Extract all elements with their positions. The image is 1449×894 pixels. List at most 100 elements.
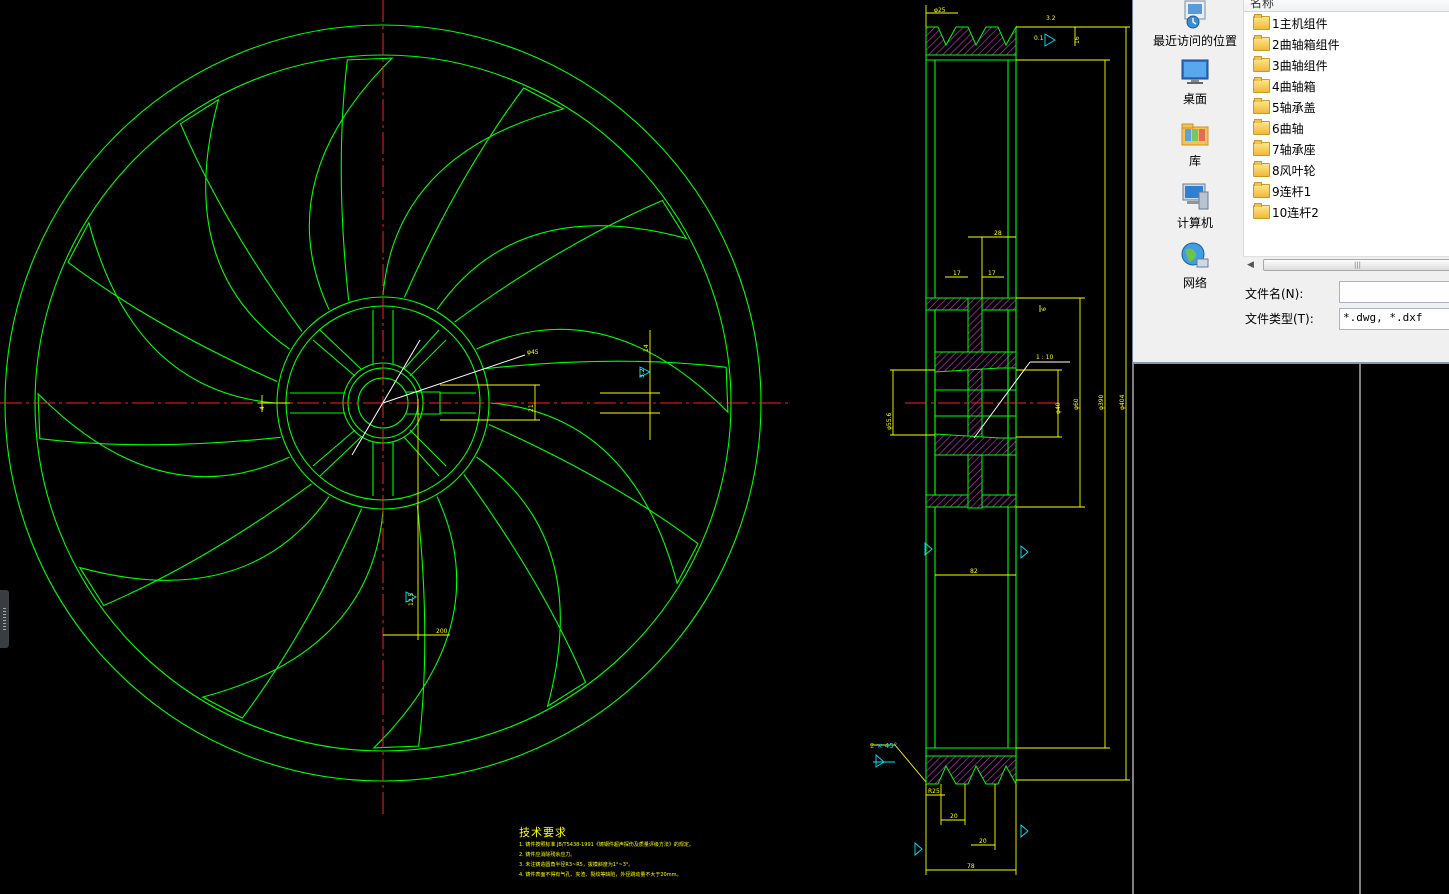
place-network[interactable]: 网络: [1145, 240, 1245, 291]
dim-blade-offset: 200: [436, 628, 448, 635]
dim-hub-od: φ60: [1073, 398, 1080, 410]
file-item-label: 10连杆2: [1272, 206, 1319, 220]
dim-top-tol: 0.1: [1034, 35, 1044, 42]
fan-blade: [37, 392, 290, 478]
folder-icon: [1253, 56, 1270, 72]
file-item[interactable]: 7轴承座: [1253, 140, 1316, 161]
dim-key-width: 4: [259, 406, 266, 410]
file-item[interactable]: 4曲轴箱: [1253, 77, 1316, 98]
dim-top-rough: 3.2: [1046, 15, 1056, 22]
folder-icon: [1253, 119, 1270, 135]
places-bar: 最近访问的位置 桌面 库 计算机 网络: [1133, 0, 1243, 346]
tech-line-4: 4. 铸件表面不得有气孔、夹渣、裂纹等缺陷，外径跳动量不大于20mm。: [519, 872, 682, 878]
dim-keyway-depth: 21: [528, 404, 535, 412]
place-desktop-label: 桌面: [1182, 92, 1207, 106]
dim-bore-outer: φ55.6: [886, 413, 893, 431]
place-computer[interactable]: 计算机: [1145, 180, 1245, 231]
file-item-label: 5轴承盖: [1272, 101, 1316, 115]
dim-web-thk: 6: [1041, 307, 1048, 311]
tech-line-1: 1. 铸件按照标准 JB/T5438-1991《铸钢件超声探伤及质量评级方法》的…: [519, 842, 694, 848]
filetype-label: 文件类型(T):: [1245, 312, 1314, 326]
fan-blade: [67, 221, 278, 404]
place-recent[interactable]: 最近访问的位置: [1145, 0, 1245, 49]
dim-groove-pitch-a: 20: [950, 813, 958, 820]
recent-places-icon: [1179, 0, 1211, 30]
horizontal-scrollbar[interactable]: ◀ |||: [1243, 256, 1449, 273]
file-item-label: 8风叶轮: [1272, 164, 1316, 178]
file-item[interactable]: 9连杆1: [1253, 182, 1312, 203]
file-item-label: 4曲轴箱: [1272, 80, 1316, 94]
fan-blade: [463, 456, 587, 708]
file-item[interactable]: 6曲轴: [1253, 119, 1304, 140]
place-recent-label: 最近访问的位置: [1152, 34, 1237, 48]
fan-blade: [382, 87, 565, 298]
folder-icon: [1253, 140, 1270, 156]
fan-blade: [78, 483, 330, 607]
computer-icon: [1179, 180, 1211, 212]
dim-groove-pitch-b: 20: [979, 838, 987, 845]
place-libraries-label: 库: [1188, 154, 1201, 168]
place-libraries[interactable]: 库: [1145, 118, 1245, 169]
file-item[interactable]: 1主机组件: [1253, 14, 1328, 35]
file-item[interactable]: 3曲轴组件: [1253, 56, 1328, 77]
dim-bore-inner: φ40: [1055, 402, 1062, 414]
filename-input[interactable]: [1339, 281, 1449, 303]
dim-hub-left: 17: [953, 270, 961, 277]
file-item-label: 9连杆1: [1272, 185, 1312, 199]
tech-title: 技术要求: [519, 826, 567, 839]
file-item[interactable]: 5轴承盖: [1253, 98, 1316, 119]
dim-top-groove: φ25: [934, 7, 946, 14]
folder-icon: [1253, 98, 1270, 114]
tech-line-2: 2. 铸件应消除残余应力。: [519, 852, 576, 858]
dim-rough-a: 3.2: [639, 368, 646, 378]
dim-total-width: 78: [967, 863, 975, 870]
left-panel-handle[interactable]: [0, 590, 9, 648]
folder-icon: [1253, 35, 1270, 51]
filetype-select[interactable]: *.dwg, *.dxf: [1339, 308, 1449, 330]
file-item-label: 2曲轴箱组件: [1272, 38, 1340, 52]
technical-requirements: 技术要求 1. 铸件按照标准 JB/T5438-1991《铸钢件超声探伤及质量评…: [519, 824, 749, 894]
library-icon: [1179, 118, 1211, 150]
fan-blade: [308, 57, 394, 310]
file-item-label: 3曲轴组件: [1272, 59, 1328, 73]
file-item-label: 6曲轴: [1272, 122, 1304, 136]
dim-hub-dia: φ45: [527, 349, 539, 356]
place-computer-label: 计算机: [1176, 216, 1213, 230]
section-view: φ25 3.2 0.1 16 28 17 17 6 1 : 10 φ55.6 φ…: [870, 5, 1361, 894]
file-item[interactable]: 8风叶轮: [1253, 161, 1316, 182]
dim-top-depth: 16: [1074, 36, 1081, 44]
dim-taper: 1 : 10: [1036, 354, 1053, 361]
file-item[interactable]: 2曲轴箱组件: [1253, 35, 1340, 56]
dim-inner-width: 82: [970, 568, 978, 575]
dim-rim-od: φ404: [1119, 394, 1126, 410]
column-header-name[interactable]: 名称: [1244, 0, 1449, 12]
fan-blade: [372, 496, 458, 749]
file-item-label: 1主机组件: [1272, 17, 1328, 31]
open-file-dialog: 最近访问的位置 桌面 库 计算机 网络 名称 1: [1132, 0, 1449, 364]
place-desktop[interactable]: 桌面: [1145, 56, 1245, 107]
file-list[interactable]: 名称 1主机组件 2曲轴箱组件 3曲轴组件 4曲轴箱 5轴承盖 6曲轴 7轴承座 8风叶轮 9连…: [1243, 0, 1449, 256]
front-view: φ45 4 21 14 3.2 12.5 200: [0, 0, 790, 815]
tech-line-3: 3. 未注铸造圆角半径R3~R5，拔模斜度为1°~3°。: [519, 862, 634, 868]
fan-blade: [488, 402, 699, 585]
folder-icon: [1253, 203, 1270, 219]
scroll-thumb[interactable]: |||: [1263, 259, 1449, 271]
folder-icon: [1253, 14, 1270, 30]
fan-blade: [476, 328, 729, 414]
dim-rim-id: φ390: [1098, 394, 1105, 410]
desktop-icon: [1179, 56, 1211, 88]
folder-icon: [1253, 161, 1270, 177]
fan-blade: [436, 199, 688, 323]
file-item-label: 7轴承座: [1272, 143, 1316, 157]
fan-blade: [201, 508, 384, 719]
folder-icon: [1253, 77, 1270, 93]
dim-hub-width: 28: [994, 230, 1002, 237]
dim-hub-right: 17: [988, 270, 996, 277]
dim-radius: R25: [928, 788, 940, 795]
file-item[interactable]: 10连杆2: [1253, 203, 1319, 224]
filename-label: 文件名(N):: [1245, 287, 1304, 301]
dim-chamfer: 2 × 45°: [870, 742, 897, 750]
scroll-left-icon[interactable]: ◀: [1247, 260, 1254, 270]
